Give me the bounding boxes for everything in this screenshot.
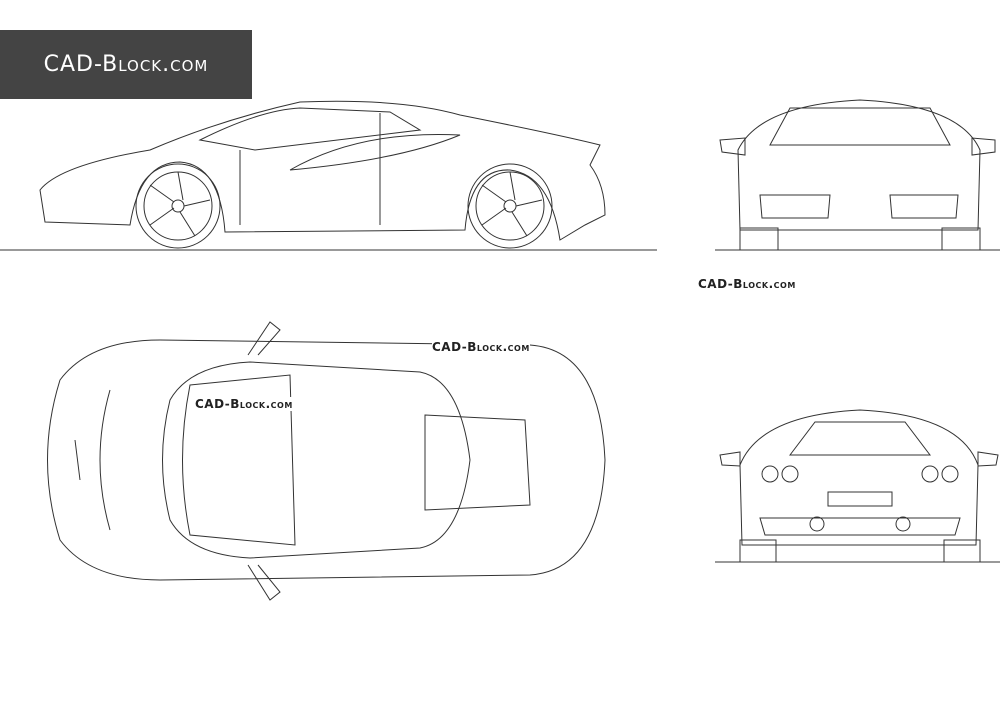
watermark-front: CAD-Block.com <box>698 277 796 291</box>
rear-view <box>715 409 1000 563</box>
front-view <box>715 99 1000 251</box>
top-view <box>47 321 606 601</box>
watermark-top-right: CAD-Block.com <box>432 340 530 354</box>
watermark-top-left: CAD-Block.com <box>195 397 293 411</box>
cad-block-logo: CAD-Block.com <box>0 30 252 99</box>
side-view <box>0 100 657 251</box>
